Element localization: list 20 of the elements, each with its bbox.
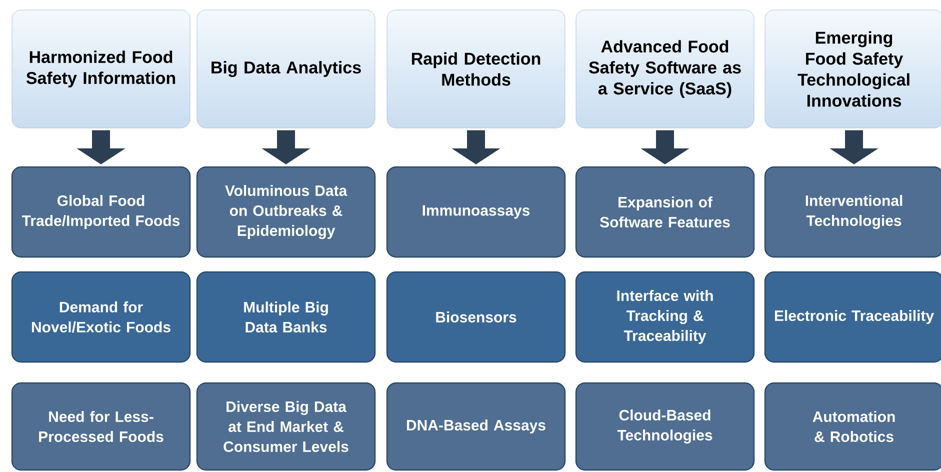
topic-box: Global Food Trade/Imported Foods	[11, 166, 191, 258]
topic-box: Interventional Technologies	[764, 166, 941, 258]
header-box: Advanced Food Safety Software as a Service (SaaS)	[576, 10, 754, 128]
topic-box: Automation & Robotics	[764, 382, 941, 471]
header-box: Rapid Detection Methods	[386, 10, 566, 128]
topic-box: Need for Less-Processed Foods	[11, 382, 191, 471]
topic-box: Electronic Traceability	[764, 271, 941, 363]
topic-box: Demand for Novel/Exotic Foods	[11, 271, 191, 363]
header-box: Harmonized Food Safety Information	[12, 10, 190, 128]
topic-box: Diverse Big Data at End Market & Consumer Levels	[196, 382, 376, 471]
topic-box: Immunoassays	[386, 166, 566, 258]
header-box: Big Data Analytics	[196, 10, 376, 128]
topic-box: Interface with Tracking & Traceability	[575, 271, 755, 363]
topic-box: Expansion of Software Features	[575, 166, 755, 258]
topic-box: Multiple Big Data Banks	[196, 271, 376, 363]
topic-box: Biosensors	[386, 271, 566, 363]
topic-box: Cloud-Based Technologies	[575, 382, 755, 471]
header-box: Emerging Food Safety Technological Innovations	[764, 10, 941, 128]
topic-box: DNA-Based Assays	[386, 382, 566, 471]
topic-box: Voluminous Data on Outbreaks & Epidemiology	[196, 166, 376, 258]
